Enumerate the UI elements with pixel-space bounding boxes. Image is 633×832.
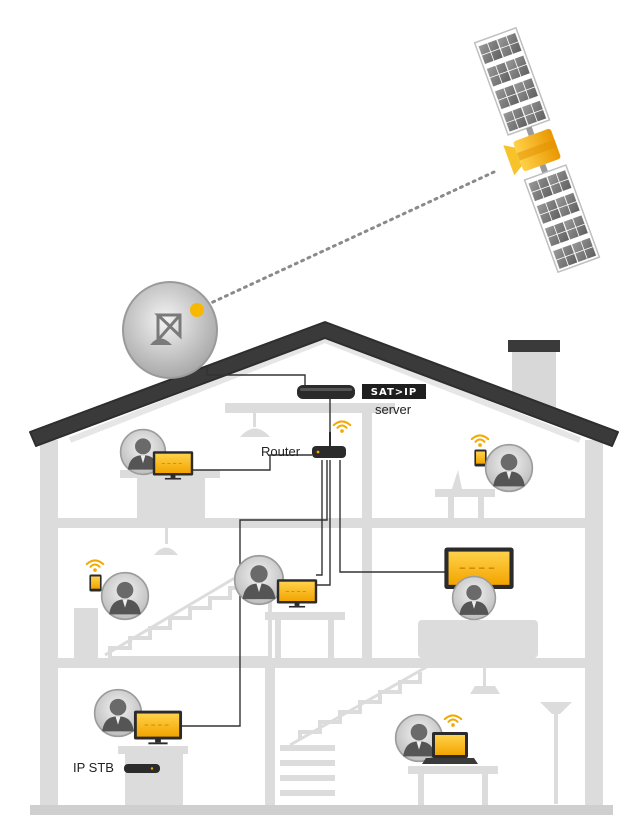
partition-bottom [265, 668, 275, 805]
person-icon-middle-left [100, 571, 150, 621]
side-table [435, 489, 495, 497]
partition-top [362, 413, 372, 660]
satellite-upper-panel [473, 26, 551, 136]
sofa [418, 620, 538, 658]
satellite-body [503, 128, 561, 176]
floor-lamp [540, 702, 572, 804]
laptop-icon [422, 732, 478, 764]
ground [30, 805, 613, 815]
tv-icon-bottom-left [133, 710, 183, 745]
satip-badge-text: SAT>IP [371, 387, 417, 398]
person-icon-middle-center [233, 554, 285, 606]
desk-bottom [118, 746, 188, 754]
stb-label: IP STB [73, 760, 114, 775]
desk-middle [265, 612, 345, 620]
satellite-icon [473, 26, 601, 274]
satip-badge: SAT>IP [362, 384, 426, 399]
satip-server-icon [297, 385, 355, 399]
attic-floor [225, 403, 395, 413]
router-icon [312, 432, 346, 458]
ceiling-lamp-middle [154, 528, 178, 555]
tv-icon-attic-left [152, 450, 194, 480]
desk-right [408, 766, 498, 774]
smartphone-icon-middle-left [89, 574, 102, 592]
server-label: server [375, 402, 412, 417]
satellite-dish-icon [122, 281, 218, 379]
network-cables [182, 366, 445, 727]
wifi-icon-attic-right [470, 434, 490, 448]
floor-2 [58, 658, 585, 668]
smartphone-icon-attic-right [474, 449, 487, 467]
router-label: Router [261, 444, 301, 459]
wifi-icon-bottom-right [443, 714, 463, 728]
tv-icon-middle-center [276, 578, 318, 609]
satellite-lower-panel [523, 164, 601, 274]
dresser [137, 476, 205, 518]
roof [29, 321, 619, 447]
set-top-box-icon [124, 764, 160, 773]
person-icon-attic-right [484, 443, 534, 493]
router-wifi-icon [332, 420, 352, 434]
satellite-signal-line [198, 170, 496, 310]
plant [452, 470, 462, 489]
shelf [74, 608, 98, 658]
ceiling-lamp-bottom [470, 668, 500, 694]
wifi-icon-middle-left [85, 559, 105, 573]
left-wall [40, 440, 58, 810]
right-wall [585, 440, 603, 810]
ceiling-lamp-attic [240, 413, 270, 437]
person-icon-living-room [451, 575, 497, 621]
